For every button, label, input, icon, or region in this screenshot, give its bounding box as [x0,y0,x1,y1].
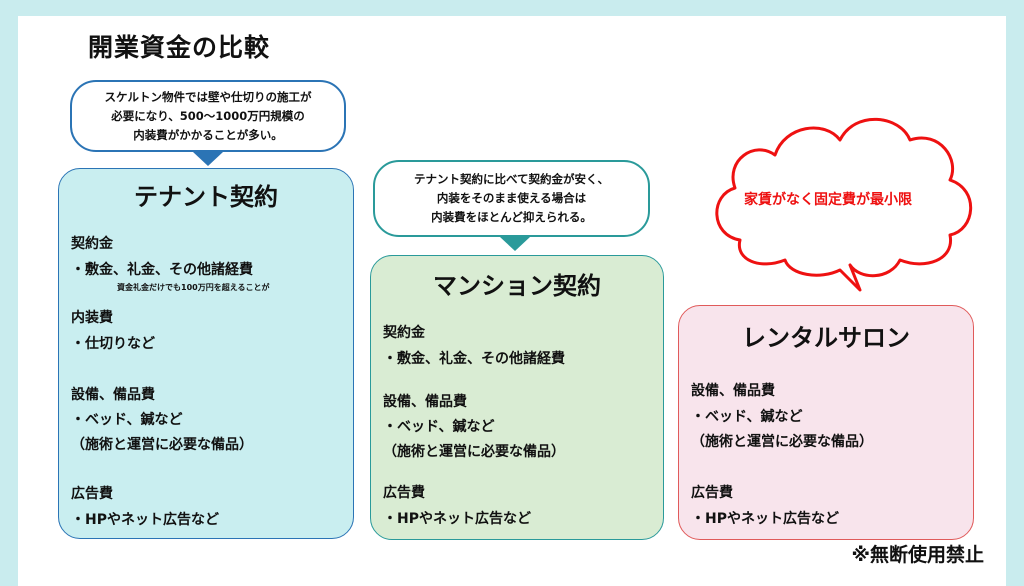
section-heading: 契約金 [71,236,113,252]
card-title: テナント契約 [134,183,278,211]
rental-card: レンタルサロン 設備、備品費 ・ベッド、鍼など （施術と運営に必要な備品） 広告… [678,305,974,540]
list-item: （施術と運営に必要な備品） [691,434,873,450]
cloud-callout-text: 家賃がなく固定費が最小限 [744,192,912,208]
section-heading: 設備、備品費 [383,394,467,410]
list-item: ・ベッド、鍼など [383,419,495,435]
list-item: ・仕切りなど [71,336,155,352]
callout-line: 内装費をほとんど抑えられる。 [431,210,592,224]
list-item: ・敷金、礼金、その他諸経費 [383,351,565,367]
section-heading: 内装費 [71,310,113,326]
section-heading: 広告費 [71,486,113,502]
callout-pointer [500,237,530,251]
list-item: ・ベッド、鍼など [691,409,803,425]
page-title: 開業資金の比較 [88,33,271,62]
callout-line: 必要になり、500〜1000万円規模の [111,108,305,123]
section-heading: 広告費 [691,485,733,501]
mansion-card: マンション契約 契約金 ・敷金、礼金、その他諸経費 設備、備品費 ・ベッド、鍼な… [370,255,664,540]
section-heading: 設備、備品費 [71,387,155,403]
cloud-callout-shape [715,117,973,292]
card-title: マンション契約 [433,272,601,300]
card-title: レンタルサロン [742,324,910,352]
list-item: ・HPやネット広告など [691,511,839,527]
callout-line: テナント契約に比べて契約金が安く、 [413,172,610,186]
list-item: ・HPやネット広告など [71,512,219,528]
callout-pointer [193,152,223,166]
list-item: （施術と運営に必要な備品） [71,437,253,453]
mansion-callout: テナント契約に比べて契約金が安く、 内装をそのまま使える場合は 内装費をほとんど… [373,160,650,237]
tenant-callout: スケルトン物件では壁や仕切りの施工が 必要になり、500〜1000万円規模の 内… [70,80,346,152]
list-item: （施術と運営に必要な備品） [383,444,565,460]
tenant-card: テナント契約 契約金 ・敷金、礼金、その他諸経費 資金礼金だけでも100万円を超… [58,168,354,539]
list-item: ・敷金、礼金、その他諸経費 [71,262,253,278]
callout-line: スケルトン物件では壁や仕切りの施工が [104,89,312,104]
note: 資金礼金だけでも100万円を超えることが [117,283,270,292]
list-item: ・ベッド、鍼など [71,412,183,428]
callout-line: 内装をそのまま使える場合は [436,191,587,205]
section-heading: 設備、備品費 [691,383,775,399]
list-item: ・HPやネット広告など [383,511,531,527]
section-heading: 契約金 [383,325,425,341]
callout-line: 内装費がかかることが多い。 [133,127,283,142]
copyright-notice: ※無断使用禁止 [851,544,984,566]
section-heading: 広告費 [383,485,425,501]
